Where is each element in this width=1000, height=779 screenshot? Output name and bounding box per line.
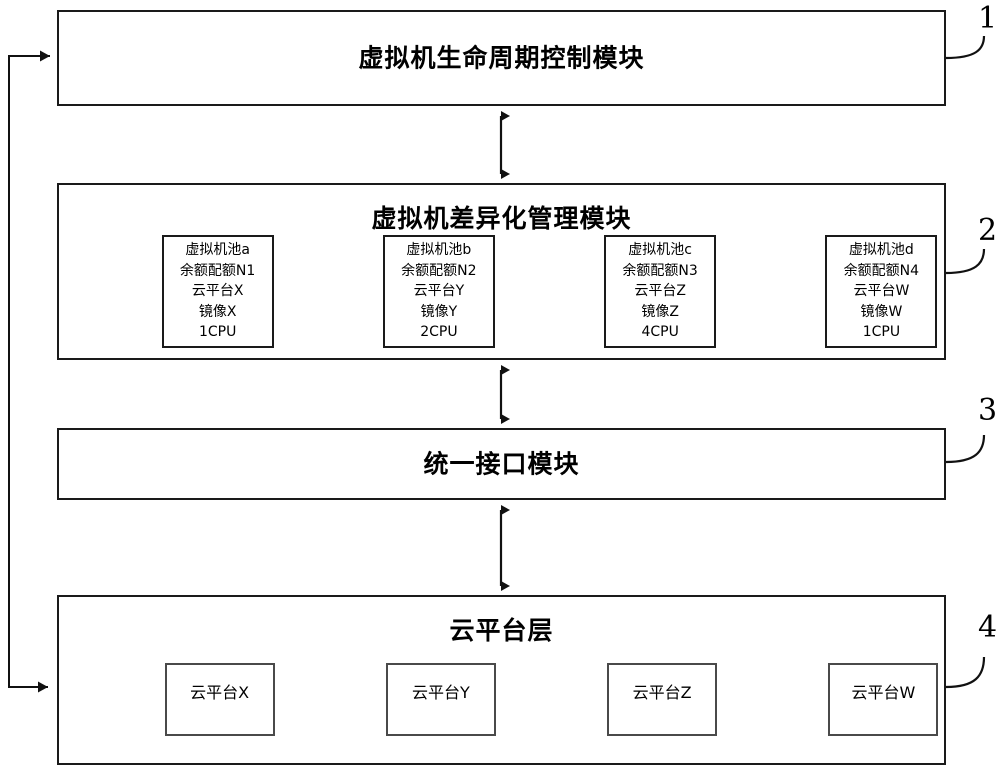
module-cloud-platform-layer-title: 云平台层 [449, 616, 554, 645]
vm-pool-a-name: 虚拟机池a [185, 242, 250, 259]
vm-pool-row: 虚拟机池a 余额配额N1 云平台X 镜像X 1CPU 虚拟机池b 余额配额N2 … [59, 235, 1000, 348]
vm-pool-a-platform: 云平台X [191, 283, 244, 300]
cloud-platform-y[interactable]: 云平台Y [385, 663, 496, 736]
vm-pool-a-cpu: 1CPU [198, 324, 237, 341]
vm-pool-b-quota: 余额配额N2 [401, 262, 477, 279]
module-cloud-platform-layer: 云平台层 云平台X 云平台Y 云平台Z 云平台W [57, 595, 946, 765]
cloud-platform-x[interactable]: 云平台X [164, 663, 275, 736]
vm-pool-b-cpu: 2CPU [420, 324, 458, 341]
vm-pool-a-image: 镜像X [198, 303, 237, 320]
cloud-platform-w[interactable]: 云平台W [828, 663, 939, 736]
vm-pool-c-name: 虚拟机池c [628, 242, 692, 259]
vm-pool-d[interactable]: 虚拟机池d 余额配额N4 云平台W 镜像W 1CPU [825, 235, 938, 348]
vm-pool-b-platform: 云平台Y [413, 283, 465, 300]
ref-number-1: 1 [978, 1, 998, 36]
ref-leader-3 [945, 434, 986, 464]
vm-pool-a-quota: 余额配额N1 [179, 262, 256, 279]
vm-pool-c-platform: 云平台Z [634, 283, 686, 300]
ref-leader-1 [945, 35, 986, 60]
cloud-platform-z[interactable]: 云平台Z [607, 663, 718, 736]
cloud-platform-x-label: 云平台X [190, 683, 250, 702]
cloud-platform-row: 云平台X 云平台Y 云平台Z 云平台W [59, 663, 1000, 736]
cloud-platform-y-label: 云平台Y [411, 683, 470, 702]
vm-pool-a[interactable]: 虚拟机池a 余额配额N1 云平台X 镜像X 1CPU [161, 235, 274, 348]
ref-number-3: 3 [978, 393, 998, 428]
ref-number-2: 2 [978, 213, 998, 248]
vm-pool-c-cpu: 4CPU [641, 324, 679, 341]
vm-pool-d-cpu: 1CPU [862, 324, 901, 341]
vm-pool-b-name: 虚拟机池b [406, 242, 472, 259]
vm-pool-c-image: 镜像Z [641, 303, 679, 320]
module-unified-interface: 统一接口模块 [57, 428, 946, 500]
module-differentiation-management: 虚拟机差异化管理模块 虚拟机池a 余额配额N1 云平台X 镜像X 1CPU 虚拟… [57, 183, 946, 360]
vm-pool-b[interactable]: 虚拟机池b 余额配额N2 云平台Y 镜像Y 2CPU [382, 235, 495, 348]
vm-pool-c-quota: 余额配额N3 [622, 262, 698, 279]
module-differentiation-management-title: 虚拟机差异化管理模块 [371, 204, 632, 233]
cloud-platform-w-label: 云平台W [851, 683, 916, 702]
cloud-platform-z-label: 云平台Z [632, 683, 692, 702]
vm-pool-b-image: 镜像Y [420, 303, 458, 320]
vm-pool-d-image: 镜像W [860, 303, 903, 320]
vm-pool-d-quota: 余额配额N4 [843, 262, 920, 279]
vm-pool-d-name: 虚拟机池d [848, 242, 914, 259]
feedback-path-left [8, 50, 50, 693]
ref-number-4: 4 [978, 610, 998, 645]
module-lifecycle-control: 虚拟机生命周期控制模块 [57, 10, 946, 106]
module-lifecycle-control-title: 虚拟机生命周期控制模块 [358, 43, 645, 73]
vm-pool-c[interactable]: 虚拟机池c 余额配额N3 云平台Z 镜像Z 4CPU [604, 235, 717, 348]
vm-pool-d-platform: 云平台W [853, 283, 910, 300]
module-unified-interface-title: 统一接口模块 [423, 449, 580, 479]
